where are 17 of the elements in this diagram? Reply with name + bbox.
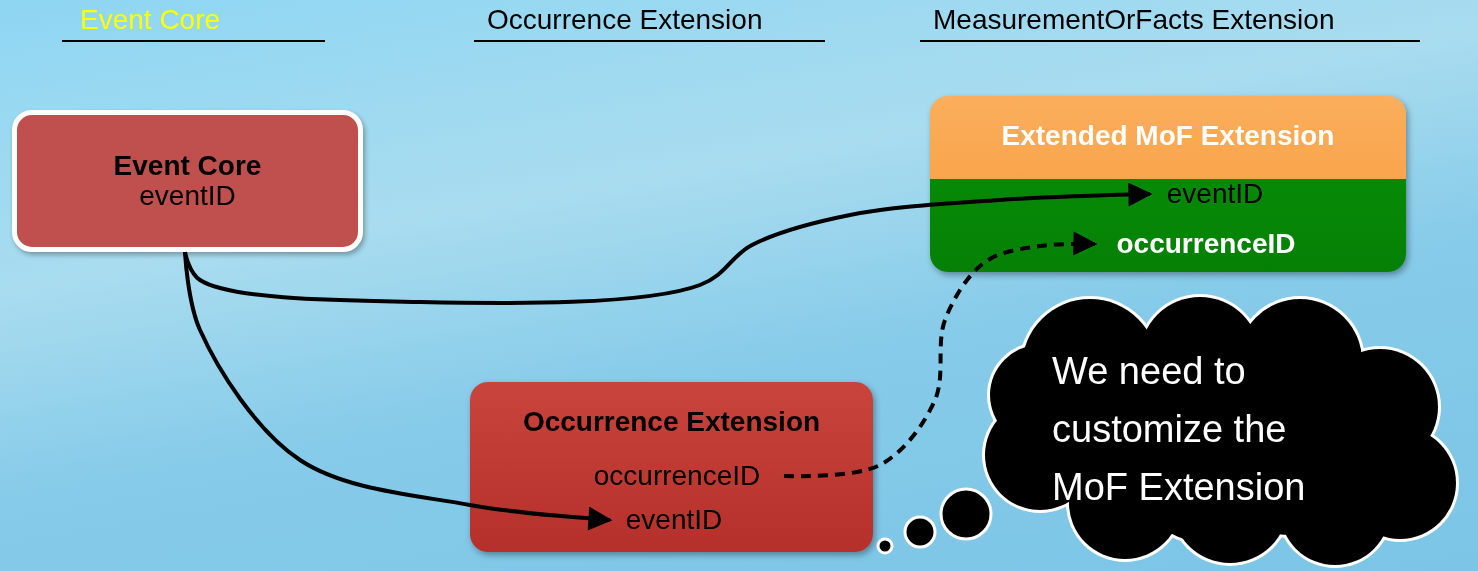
field-name: occurrenceID — [1095, 224, 1317, 264]
field-name: eventID — [1150, 174, 1280, 214]
table-box — [12, 110, 363, 252]
field-name: eventID — [610, 500, 738, 540]
cloud-text: We need to customize the MoF Extension — [1052, 349, 1307, 510]
table-box — [930, 96, 1406, 272]
column-heading: MeasurementOrFacts Extension — [920, 4, 1420, 42]
table-box — [470, 382, 873, 552]
arrow — [783, 231, 1098, 479]
box-title: Occurrence Extension — [521, 406, 822, 438]
box-title: Extended MoF Extension — [1000, 120, 1336, 152]
field-name: eventID — [138, 180, 237, 212]
arrow — [183, 251, 613, 531]
column-heading: Occurrence Extension — [474, 4, 825, 42]
box-title: Event Core — [112, 150, 263, 182]
field-name: occurrenceID — [570, 456, 784, 496]
column-heading: Event Core — [62, 4, 325, 42]
